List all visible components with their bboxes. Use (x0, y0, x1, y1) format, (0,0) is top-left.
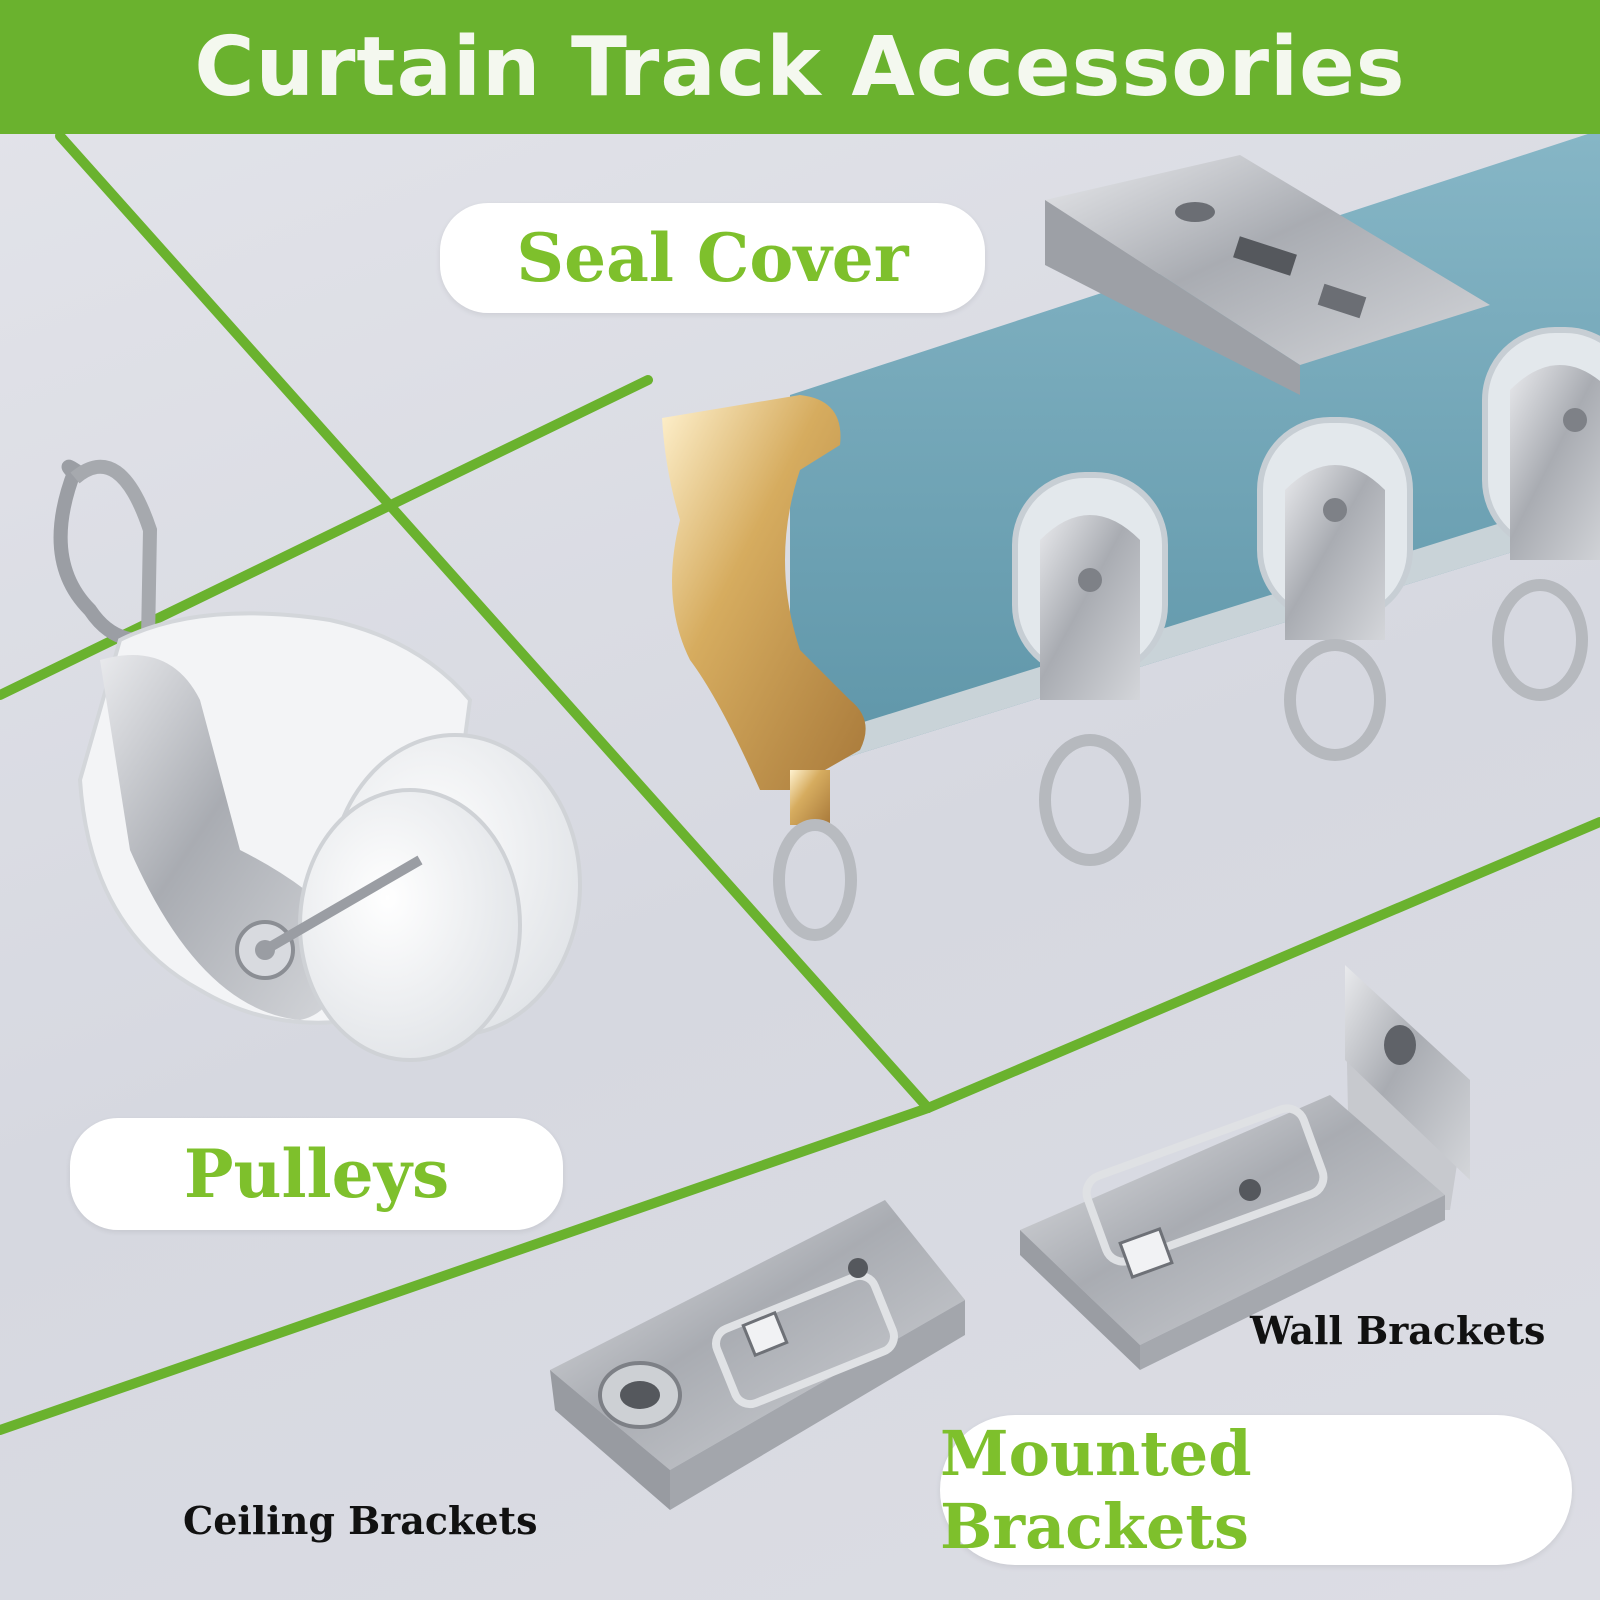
title-banner: Curtain Track Accessories (0, 0, 1600, 134)
page-title: Curtain Track Accessories (194, 19, 1406, 115)
mounted-brackets-label: Mounted Brackets (940, 1415, 1572, 1565)
wall-bracket-icon (1020, 965, 1470, 1370)
mounted-brackets-text: Mounted Brackets (940, 1417, 1252, 1563)
pulleys-label: Pulleys (70, 1118, 563, 1230)
pulley-icon (53, 459, 582, 1062)
wall-brackets-label: Wall Brackets (1250, 1308, 1546, 1353)
seal-cover-text: Seal Cover (516, 219, 909, 297)
pulleys-text: Pulleys (183, 1135, 450, 1213)
divider-lines (0, 131, 1600, 1435)
ceiling-brackets-label: Ceiling Brackets (183, 1498, 538, 1543)
ceiling-bracket-icon (550, 1200, 965, 1510)
seal-cover-label: Seal Cover (440, 203, 985, 313)
track-runners (1012, 327, 1600, 866)
